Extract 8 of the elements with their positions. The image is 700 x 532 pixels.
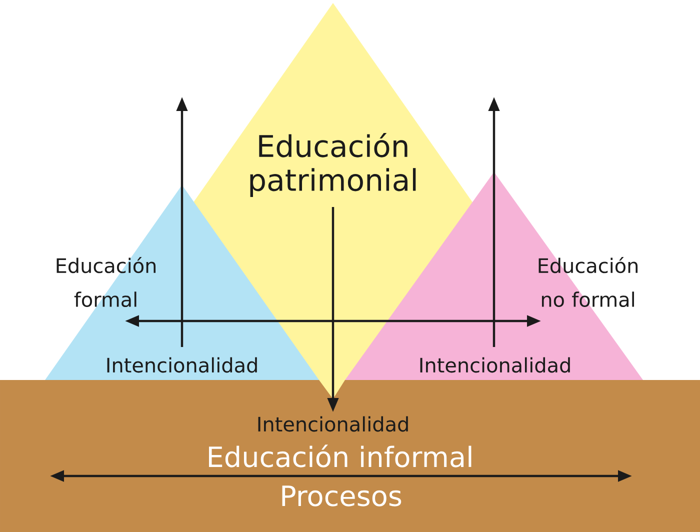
axis-label: Intencionalidad — [107, 357, 257, 373]
band-label: Educación informal — [209, 444, 472, 468]
axis-label: Intencionalidad — [258, 416, 408, 432]
triangle-label: Educación no formal — [538, 256, 638, 308]
triangle-label: Educación formal — [56, 256, 156, 308]
axis-label: Procesos — [282, 486, 402, 506]
axis-label: Intencionalidad — [420, 357, 570, 373]
triangle-label: Educación patrimonial — [250, 133, 416, 197]
